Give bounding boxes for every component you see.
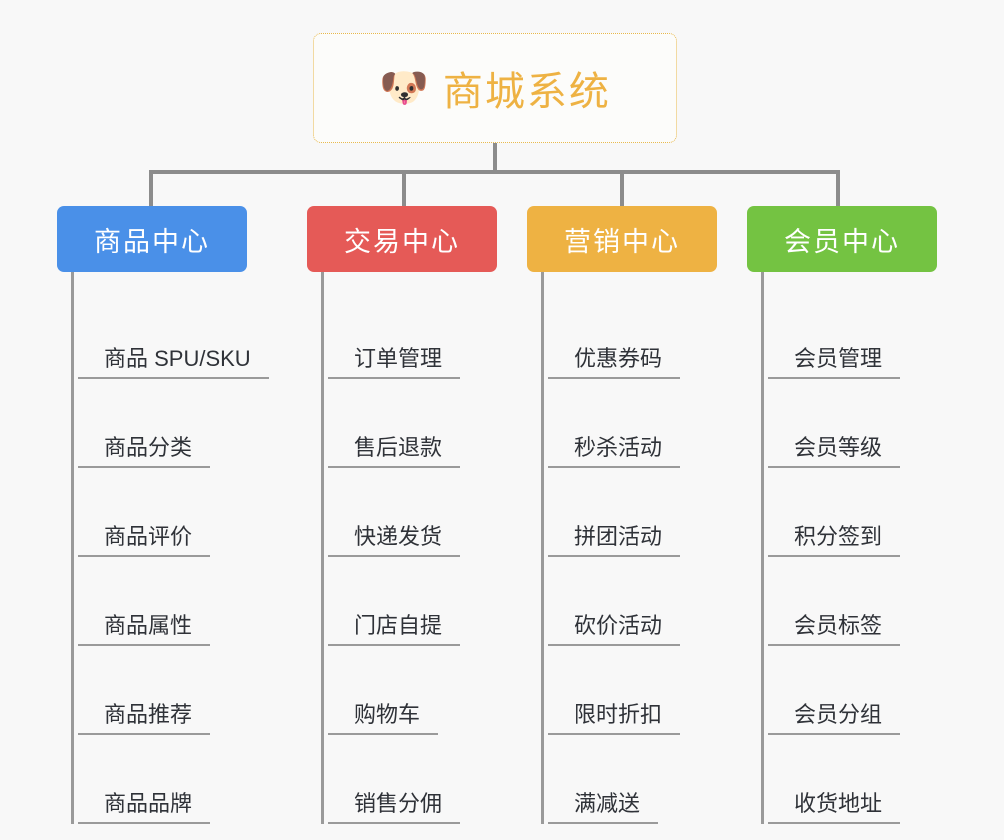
leaf-list-product-center: 商品 SPU/SKU 商品分类商品评价商品属性商品推荐商品品牌: [71, 272, 269, 824]
connector-horizontal-bus: [149, 170, 838, 174]
leaf-item-label: 优惠券码: [548, 345, 681, 379]
leaf-item[interactable]: 会员标签: [768, 557, 937, 646]
branch-header-label: 营销中心: [564, 226, 680, 257]
leaf-item-label: 会员分组: [768, 701, 901, 735]
root-node[interactable]: 🐶 商城系统: [313, 33, 677, 143]
connector-root-stem: [493, 143, 497, 172]
leaf-item[interactable]: 购物车: [328, 646, 497, 735]
branch-header-label: 会员中心: [784, 226, 900, 257]
branch-header-member-center[interactable]: 会员中心: [747, 206, 937, 272]
leaf-item-label: 购物车: [328, 701, 439, 735]
leaf-item[interactable]: 拼团活动: [548, 468, 717, 557]
leaf-item[interactable]: 商品推荐: [78, 646, 247, 735]
leaf-item-label: 会员标签: [768, 612, 901, 646]
branch-member-center: 会员中心会员管理会员等级积分签到会员标签会员分组收货地址: [747, 206, 937, 824]
branch-header-product-center[interactable]: 商品中心: [57, 206, 247, 272]
leaf-item[interactable]: 售后退款: [328, 379, 497, 468]
leaf-item[interactable]: 销售分佣: [328, 735, 497, 824]
branch-header-label: 交易中心: [344, 226, 460, 257]
leaf-item-label: 销售分佣: [328, 790, 461, 824]
leaf-list-marketing-center: 优惠券码秒杀活动拼团活动砍价活动限时折扣满减送: [541, 272, 717, 824]
leaf-item[interactable]: 限时折扣: [548, 646, 717, 735]
leaf-item-label: 商品属性: [78, 612, 211, 646]
leaf-item-label: 收货地址: [768, 790, 901, 824]
leaf-item-label: 订单管理: [328, 345, 461, 379]
leaf-item-label: 限时折扣: [548, 701, 681, 735]
leaf-item-label: 商品品牌: [78, 790, 211, 824]
connector-drop-product-center: [149, 170, 153, 206]
leaf-item[interactable]: 商品 SPU/SKU: [78, 290, 269, 379]
leaf-item-label: 积分签到: [768, 523, 901, 557]
leaf-item[interactable]: 会员管理: [768, 290, 937, 379]
branch-header-trade-center[interactable]: 交易中心: [307, 206, 497, 272]
leaf-item[interactable]: 收货地址: [768, 735, 937, 824]
leaf-item[interactable]: 商品品牌: [78, 735, 247, 824]
leaf-item-label: 商品评价: [78, 523, 211, 557]
leaf-item-label: 会员管理: [768, 345, 901, 379]
leaf-item[interactable]: 积分签到: [768, 468, 937, 557]
root-title: 商城系统: [442, 70, 611, 114]
leaf-item[interactable]: 商品分类: [78, 379, 247, 468]
branch-header-label: 商品中心: [94, 226, 210, 257]
leaf-item-label: 会员等级: [768, 434, 901, 468]
branch-marketing-center: 营销中心优惠券码秒杀活动拼团活动砍价活动限时折扣满减送: [527, 206, 717, 824]
shiba-dog-icon: 🐶: [379, 66, 429, 110]
leaf-item-label: 商品分类: [78, 434, 211, 468]
leaf-item-label: 秒杀活动: [548, 434, 681, 468]
leaf-item[interactable]: 会员分组: [768, 646, 937, 735]
leaf-item-label: 拼团活动: [548, 523, 681, 557]
leaf-item[interactable]: 订单管理: [328, 290, 497, 379]
connector-drop-marketing-center: [620, 170, 624, 206]
branch-trade-center: 交易中心订单管理售后退款快递发货门店自提购物车销售分佣: [307, 206, 497, 824]
leaf-item[interactable]: 快递发货: [328, 468, 497, 557]
leaf-list-member-center: 会员管理会员等级积分签到会员标签会员分组收货地址: [761, 272, 937, 824]
leaf-item[interactable]: 优惠券码: [548, 290, 717, 379]
leaf-item[interactable]: 商品属性: [78, 557, 247, 646]
branch-product-center: 商品中心商品 SPU/SKU 商品分类商品评价商品属性商品推荐商品品牌: [57, 206, 269, 824]
leaf-item[interactable]: 秒杀活动: [548, 379, 717, 468]
leaf-item-label: 门店自提: [328, 612, 461, 646]
leaf-item[interactable]: 商品评价: [78, 468, 247, 557]
connector-drop-member-center: [836, 170, 840, 206]
leaf-item-label: 快递发货: [328, 523, 461, 557]
leaf-item[interactable]: 砍价活动: [548, 557, 717, 646]
leaf-item[interactable]: 满减送: [548, 735, 717, 824]
leaf-item[interactable]: 会员等级: [768, 379, 937, 468]
leaf-list-trade-center: 订单管理售后退款快递发货门店自提购物车销售分佣: [321, 272, 497, 824]
leaf-item-label: 售后退款: [328, 434, 461, 468]
leaf-item-label: 满减送: [548, 790, 659, 824]
leaf-item-label: 商品推荐: [78, 701, 211, 735]
leaf-item-label: 商品 SPU/SKU: [78, 345, 269, 379]
leaf-item-label: 砍价活动: [548, 612, 681, 646]
leaf-item[interactable]: 门店自提: [328, 557, 497, 646]
connector-drop-trade-center: [402, 170, 406, 206]
branch-header-marketing-center[interactable]: 营销中心: [527, 206, 717, 272]
